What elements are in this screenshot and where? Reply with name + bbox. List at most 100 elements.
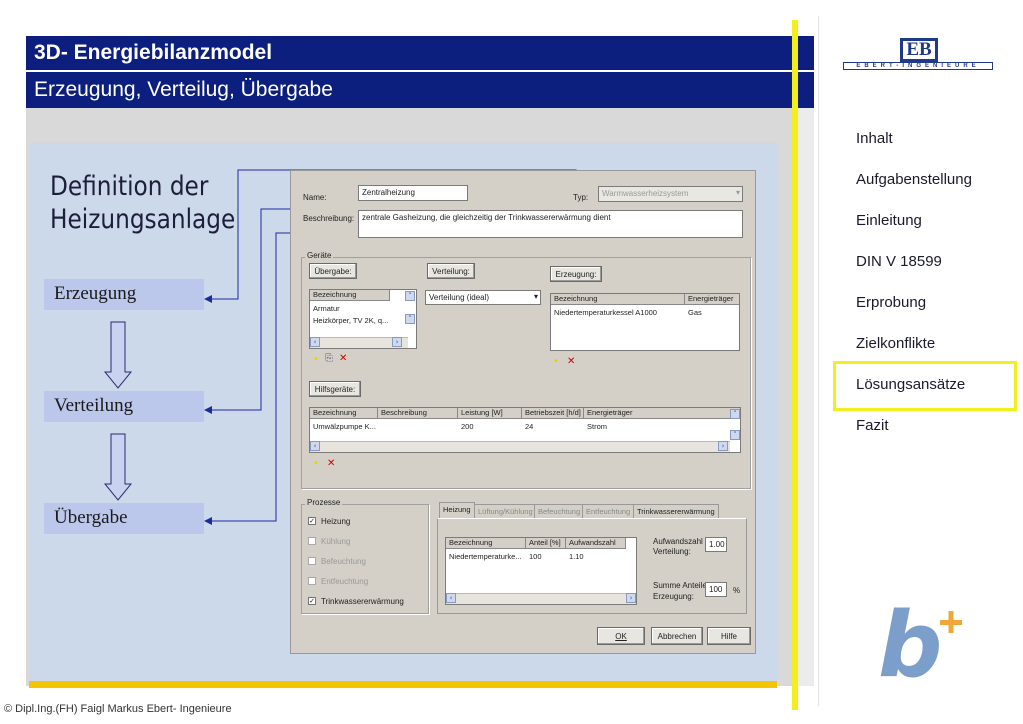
- column-header: Aufwandszahl: [566, 538, 626, 549]
- checkbox-entfeuchtung[interactable]: [308, 577, 316, 585]
- aufwandszahl-label-2: Verteilung:: [653, 547, 691, 556]
- geraete-group: [301, 257, 751, 489]
- hilfe-button[interactable]: Hilfe: [707, 627, 751, 645]
- hilfsgeraete-grid[interactable]: Bezeichnung Beschreibung Leistung [W] Be…: [309, 407, 741, 453]
- down-arrow-1: [103, 321, 133, 389]
- verteilung-select-value: Verteilung (ideal): [429, 293, 490, 302]
- svg-text:b: b: [878, 598, 942, 684]
- stage-erzeugung: Erzeugung: [44, 279, 204, 310]
- table-cell[interactable]: 24: [525, 422, 534, 431]
- scroll-left-icon[interactable]: ‹: [310, 337, 320, 347]
- prozesse-group: [301, 504, 429, 614]
- table-cell[interactable]: Strom: [587, 422, 608, 431]
- slide-subtitle: Erzeugung, Verteilug, Übergabe: [26, 72, 814, 108]
- column-header: Beschreibung: [378, 408, 458, 419]
- new-item-icon[interactable]: •: [553, 356, 559, 367]
- uebergabe-grid[interactable]: Bezeichnung Armatur Heizkörper, TV 2K, q…: [309, 289, 417, 349]
- table-cell[interactable]: 1.10: [569, 552, 584, 561]
- tab-trinkwassererwaermung[interactable]: Trinkwassererwärmung: [633, 504, 719, 518]
- checkbox-befeuchtung[interactable]: [308, 557, 316, 565]
- checkbox-heizung-label: Heizung: [321, 517, 351, 526]
- scroll-down-icon[interactable]: ˅: [730, 430, 740, 440]
- delete-icon[interactable]: ✕: [327, 458, 336, 469]
- tab-heizung-grid[interactable]: Bezeichnung Anteil [%] Aufwandszahl Nied…: [445, 537, 637, 605]
- chevron-down-icon: ▾: [735, 188, 740, 197]
- scroll-right-icon[interactable]: ›: [392, 337, 402, 347]
- typ-select-value: Warmwasserheizsystem: [602, 189, 689, 198]
- nav-item-loesungsansaetze[interactable]: Lösungsansätze: [856, 376, 966, 393]
- slide-title: 3D- Energiebilanzmodel: [26, 36, 814, 70]
- table-row[interactable]: Niedertemperaturke...: [449, 552, 522, 561]
- checkbox-trinkwassererwaermung[interactable]: ✓: [308, 597, 316, 605]
- nav-item-inhalt[interactable]: Inhalt: [856, 130, 893, 147]
- checkbox-trinkwassererwaermung-label: Trinkwassererwärmung: [321, 597, 404, 606]
- nav-item-erprobung[interactable]: Erprobung: [856, 294, 927, 311]
- summe-anteile-field: 100: [705, 582, 727, 597]
- aufwandszahl-label-1: Aufwandszahl: [653, 537, 703, 546]
- verteilung-button[interactable]: Verteilung:: [427, 263, 475, 279]
- tab-entfeuchtung[interactable]: Entfeuchtung: [582, 504, 635, 518]
- nav-item-zielkonflikte[interactable]: Zielkonflikte: [856, 335, 936, 352]
- column-header: Energieträger: [685, 294, 739, 305]
- new-item-icon[interactable]: •: [313, 458, 319, 469]
- scroll-right-icon[interactable]: ›: [626, 593, 636, 603]
- uebergabe-button[interactable]: Übergabe:: [309, 263, 357, 279]
- tab-lueftung-kuehlung[interactable]: Lüftung/Kühlung: [474, 504, 537, 518]
- nav-selection-highlight: [833, 361, 1017, 411]
- erzeugung-button[interactable]: Erzeugung:: [550, 266, 602, 282]
- table-row[interactable]: Heizkörper, TV 2K, q...: [313, 316, 389, 325]
- table-cell[interactable]: 200: [461, 422, 474, 431]
- chevron-down-icon: ▾: [533, 292, 538, 301]
- down-arrow-2: [103, 433, 133, 501]
- ok-button[interactable]: OK: [597, 627, 645, 645]
- name-label: Name:: [303, 193, 327, 202]
- nav-item-din-v-18599[interactable]: DIN V 18599: [856, 253, 942, 270]
- new-item-icon[interactable]: •: [313, 354, 319, 365]
- table-row[interactable]: Umwälzpumpe K...: [313, 422, 376, 431]
- table-cell[interactable]: 100: [529, 552, 542, 561]
- delete-icon[interactable]: ✕: [567, 356, 576, 367]
- copy-icon[interactable]: ⎘: [325, 353, 333, 364]
- prozesse-label: Prozesse: [305, 498, 343, 507]
- scroll-left-icon[interactable]: ‹: [310, 441, 320, 451]
- horizontal-scrollbar[interactable]: [446, 593, 636, 604]
- nav-item-aufgabenstellung[interactable]: Aufgabenstellung: [856, 171, 972, 188]
- scroll-right-icon[interactable]: ›: [718, 441, 728, 451]
- verteilung-select[interactable]: Verteilung (ideal) ▾: [425, 290, 541, 305]
- heading-line-2: Heizungsanlage: [50, 204, 236, 235]
- scroll-up-icon[interactable]: ˄: [405, 291, 415, 301]
- checkbox-heizung[interactable]: ✓: [308, 517, 316, 525]
- scroll-up-icon[interactable]: ˄: [730, 409, 740, 419]
- abbrechen-button[interactable]: Abbrechen: [651, 627, 703, 645]
- bottom-accent-bar: [29, 681, 777, 688]
- geraete-label: Geräte: [305, 251, 334, 260]
- typ-select[interactable]: Warmwasserheizsystem ▾: [598, 186, 743, 202]
- summe-label-2: Erzeugung:: [653, 592, 694, 601]
- tab-befeuchtung[interactable]: Befeuchtung: [534, 504, 585, 518]
- table-cell[interactable]: Gas: [688, 308, 702, 317]
- tab-heizung[interactable]: Heizung: [439, 502, 475, 518]
- hilfsgeraete-button[interactable]: Hilfsgeräte:: [309, 381, 361, 397]
- column-header: Anteil [%]: [526, 538, 566, 549]
- checkbox-befeuchtung-label: Befeuchtung: [321, 557, 366, 566]
- table-row[interactable]: Armatur: [313, 304, 340, 313]
- delete-icon[interactable]: ✕: [339, 353, 348, 364]
- column-header: Bezeichnung: [446, 538, 526, 549]
- aufwandszahl-input[interactable]: 1.00: [705, 537, 727, 552]
- horizontal-scrollbar[interactable]: [310, 337, 408, 348]
- table-row[interactable]: Niedertemperaturkessel A1000: [554, 308, 657, 317]
- eb-logo-mark: EB: [900, 38, 938, 62]
- name-input[interactable]: Zentralheizung: [358, 185, 468, 201]
- checkbox-kuehlung[interactable]: [308, 537, 316, 545]
- beschreibung-input[interactable]: zentrale Gasheizung, die gleichzeitig de…: [358, 210, 743, 238]
- scroll-left-icon[interactable]: ‹: [446, 593, 456, 603]
- gray-divider: [818, 16, 819, 706]
- erzeugung-grid[interactable]: Bezeichnung Energieträger Niedertemperat…: [550, 293, 740, 351]
- tab-panel: [437, 518, 747, 614]
- nav-item-fazit[interactable]: Fazit: [856, 417, 889, 434]
- scroll-down-icon[interactable]: ˅: [405, 314, 415, 324]
- nav-item-einleitung[interactable]: Einleitung: [856, 212, 922, 229]
- horizontal-scrollbar[interactable]: [310, 441, 730, 452]
- checkbox-entfeuchtung-label: Entfeuchtung: [321, 577, 369, 586]
- checkbox-kuehlung-label: Kühlung: [321, 537, 351, 546]
